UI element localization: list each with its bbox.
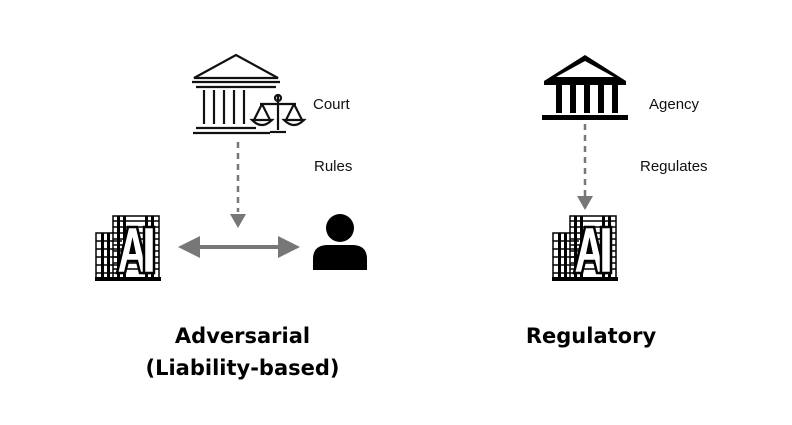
person-icon (313, 214, 367, 270)
adversarial-title: Adversarial (Liability-based) (130, 320, 355, 384)
agency-label: Agency (649, 96, 700, 113)
adversarial-title-line2: (Liability-based) (145, 356, 340, 380)
ai-building-icon-left (95, 215, 161, 281)
court-label: Court (313, 96, 350, 113)
adversarial-double-arrow (178, 236, 300, 258)
government-building-icon (542, 55, 628, 120)
rules-label: Rules (314, 158, 353, 175)
rules-dashed-arrow (230, 142, 246, 228)
regulates-dashed-arrow (577, 124, 593, 210)
courthouse-scales-icon (192, 53, 307, 135)
adversarial-title-line1: Adversarial (174, 324, 311, 348)
ai-building-icon-right (552, 215, 618, 281)
regulatory-title: Regulatory (525, 324, 657, 348)
regulates-label: Regulates (640, 158, 708, 175)
